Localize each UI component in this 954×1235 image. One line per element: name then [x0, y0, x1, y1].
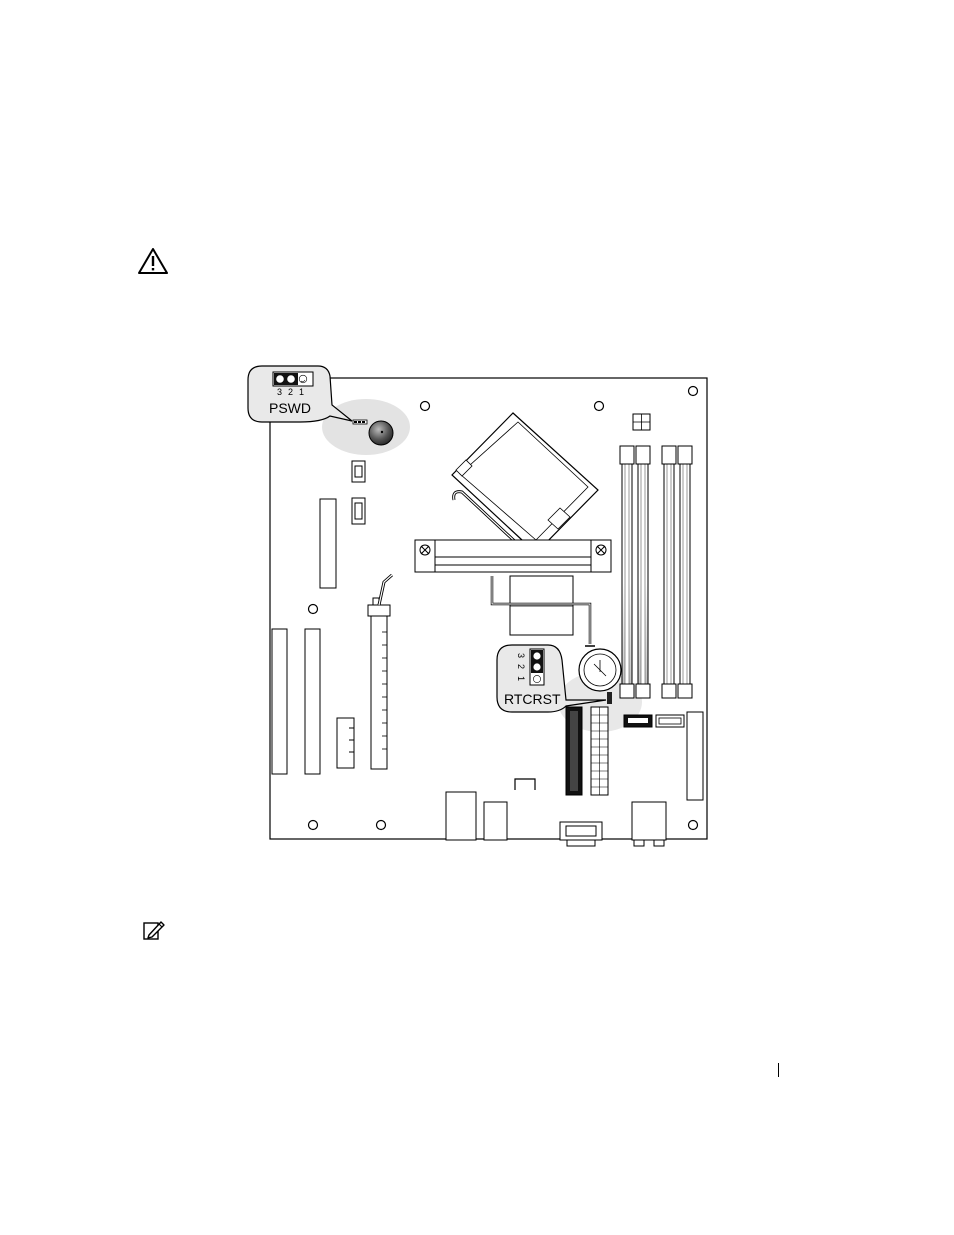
coin-cell-battery: [579, 649, 621, 691]
rtcrst-pin-3: 3: [516, 653, 526, 658]
fan-connector: [337, 718, 354, 768]
ide-connector: [566, 707, 582, 795]
rtcrst-pin-1: 1: [516, 676, 526, 681]
rtcrst-label: RTCRST: [504, 691, 561, 707]
page-marker-rule: [778, 1063, 779, 1077]
cpu-retention-bracket: [415, 540, 611, 572]
speaker-buzzer: [369, 421, 393, 445]
pswd-label: PSWD: [269, 400, 311, 416]
main-power-connector: [591, 707, 608, 795]
pswd-board-header: [353, 420, 367, 424]
rtcrst-pin-2: 2: [516, 664, 526, 669]
pswd-pin-1: 1: [299, 387, 304, 397]
note-pencil-icon: [143, 920, 165, 940]
chipset: [510, 576, 573, 635]
pswd-pin-3: 3: [277, 387, 282, 397]
pswd-pin-2: 2: [288, 387, 293, 397]
